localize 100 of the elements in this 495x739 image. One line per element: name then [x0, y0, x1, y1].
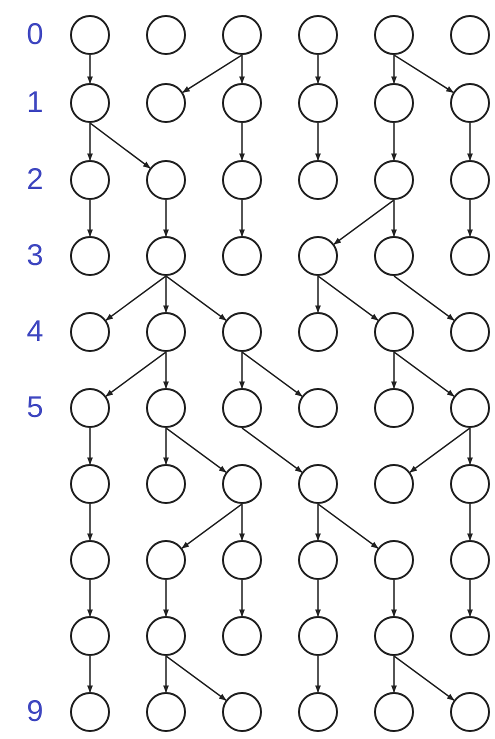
arrow [242, 427, 302, 473]
arrow [394, 54, 454, 93]
circle-node [374, 15, 414, 55]
circle-node [374, 236, 414, 276]
arrow [239, 123, 245, 161]
arrow [239, 504, 245, 541]
arrow [163, 580, 169, 617]
arrow [467, 580, 473, 617]
circle-node [70, 236, 110, 276]
arrow [87, 656, 93, 693]
circle-node [450, 464, 490, 504]
arrow [239, 55, 245, 84]
circle-node [222, 236, 262, 276]
circle-node [222, 616, 262, 656]
circle-node [146, 83, 186, 123]
circle-node [298, 236, 338, 276]
circle-node [70, 388, 110, 428]
arrow [394, 275, 454, 321]
arrow [87, 504, 93, 541]
arrow [315, 123, 321, 161]
arrow [391, 352, 397, 389]
circle-node [146, 616, 186, 656]
arrow [106, 351, 166, 397]
circle-node [146, 312, 186, 352]
row-number: 2 [26, 163, 44, 197]
row-number: 3 [26, 239, 44, 273]
arrow [239, 200, 245, 237]
circle-node [146, 540, 186, 580]
arrow [163, 656, 169, 693]
arrow [87, 428, 93, 465]
circle-node [222, 15, 262, 55]
circle-node [70, 312, 110, 352]
circle-node [450, 83, 490, 123]
circle-node [450, 540, 490, 580]
circle-node [450, 388, 490, 428]
circle-node [374, 616, 414, 656]
circle-node [298, 540, 338, 580]
circle-node [374, 83, 414, 123]
circle-node [146, 464, 186, 504]
circle-node [374, 160, 414, 200]
circle-node [298, 160, 338, 200]
circle-node [70, 15, 110, 55]
arrow [106, 275, 166, 321]
arrow [166, 655, 226, 701]
arrow [87, 200, 93, 237]
circle-node [374, 692, 414, 732]
arrow [239, 352, 245, 389]
circle-node [146, 692, 186, 732]
arrow [334, 199, 394, 245]
circle-node [450, 692, 490, 732]
arrow [182, 503, 242, 549]
arrow [87, 580, 93, 617]
arrow [90, 122, 151, 169]
circle-node [222, 692, 262, 732]
arrow [182, 54, 242, 93]
arrow [394, 351, 454, 397]
circle-node [222, 160, 262, 200]
arrow [391, 55, 397, 84]
arrow [410, 427, 470, 473]
arrow [163, 352, 169, 389]
circle-node [70, 83, 110, 123]
circle-node [374, 312, 414, 352]
arrow [87, 123, 93, 161]
circle-node [70, 616, 110, 656]
arrow [315, 656, 321, 693]
arrow [394, 655, 454, 701]
arrow [391, 580, 397, 617]
circle-node [222, 312, 262, 352]
circle-node [450, 616, 490, 656]
arrow [391, 200, 397, 237]
arrow [315, 580, 321, 617]
circle-node [70, 540, 110, 580]
circle-node [222, 464, 262, 504]
row-number: 5 [26, 391, 44, 425]
circle-node [70, 464, 110, 504]
arrow [467, 504, 473, 541]
arrow [242, 351, 302, 397]
circle-node [146, 15, 186, 55]
row-number: 1 [26, 86, 44, 120]
row-number: 9 [26, 695, 44, 729]
arrow [318, 275, 378, 321]
arrow [87, 55, 93, 84]
arrow [391, 656, 397, 693]
arrow [467, 123, 473, 161]
circle-node [450, 15, 490, 55]
arrow [163, 276, 169, 313]
row-number: 0 [26, 18, 44, 52]
circle-node [146, 160, 186, 200]
arrow [467, 428, 473, 465]
circle-node [450, 236, 490, 276]
arrow [163, 200, 169, 237]
arrow [163, 428, 169, 465]
arrow [166, 275, 226, 321]
circle-node [374, 540, 414, 580]
circle-node [70, 160, 110, 200]
circle-node [298, 616, 338, 656]
circle-node [298, 464, 338, 504]
arrow [315, 276, 321, 313]
circle-node [222, 540, 262, 580]
circle-node [146, 236, 186, 276]
